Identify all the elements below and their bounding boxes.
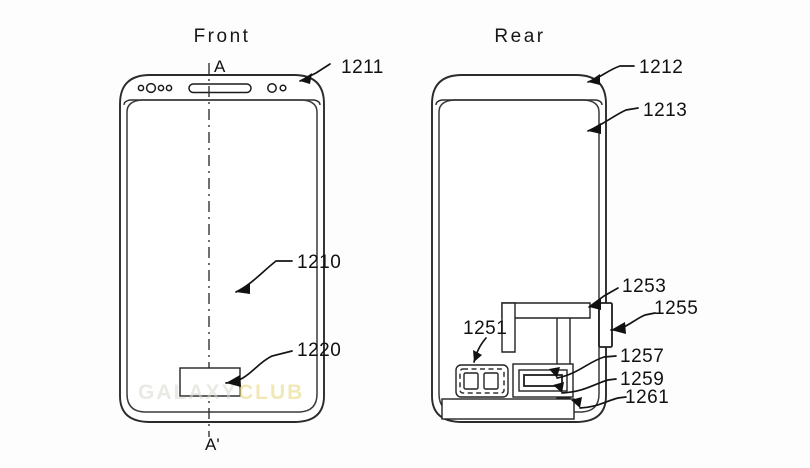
reference-numeral-1213: 1213 — [643, 100, 687, 121]
arrowhead-1253 — [589, 299, 601, 310]
arrowhead-1210 — [236, 283, 250, 294]
sensor-dot-3 — [165, 84, 173, 92]
bottom-bar-1261 — [441, 398, 575, 420]
front-view-title: Front — [194, 26, 251, 47]
reference-numeral-1255: 1255 — [654, 298, 698, 319]
reference-numeral-1259: 1259 — [620, 369, 664, 390]
reference-numeral-1257: 1257 — [620, 346, 664, 367]
leader-1212: 1212 — [587, 57, 683, 85]
module-1251-cell-left — [463, 372, 479, 390]
reference-numeral-1261: 1261 — [625, 387, 669, 408]
section-marker-a-bottom: A' — [205, 435, 220, 454]
side-antenna-contact-1255 — [598, 302, 613, 348]
front-view-group: Front A A' GALAXY CLUB — [119, 26, 384, 454]
leader-1211: 1211 — [299, 57, 384, 84]
rear-top-bezel-inner-line — [435, 99, 603, 106]
arrowhead-1259 — [553, 382, 564, 393]
reference-numeral-1220: 1220 — [297, 340, 341, 361]
arrowhead-1255 — [611, 322, 626, 334]
front-camera-lens — [145, 82, 157, 94]
reference-numeral-1253: 1253 — [622, 276, 666, 297]
sensor-dot-2 — [157, 84, 165, 92]
arrowhead-1251 — [473, 350, 482, 362]
arrowhead-1212 — [588, 74, 600, 85]
reference-numeral-1212: 1212 — [639, 57, 683, 78]
pattern-inner-1257 — [523, 374, 563, 387]
watermark-text-right: CLUB — [238, 381, 304, 404]
front-sensor-cluster — [137, 82, 287, 94]
leader-1210: 1210 — [235, 252, 341, 294]
arrowhead-1220 — [226, 375, 241, 387]
leader-1255: 1255 — [610, 298, 698, 334]
leader-1261: 1261 — [571, 387, 669, 409]
reference-numeral-1210: 1210 — [297, 252, 341, 273]
module-1251-dashed-border — [459, 368, 505, 394]
module-1251-cell-right — [483, 372, 499, 390]
leader-1220: 1220 — [225, 340, 341, 387]
front-display-outline — [126, 99, 318, 413]
leader-1257: 1257 — [549, 346, 664, 379]
arrowhead-1261 — [571, 397, 582, 408]
leader-1251: 1251 — [463, 318, 507, 363]
sensor-dot-4 — [267, 83, 277, 93]
sensor-dot-1 — [137, 84, 145, 92]
section-marker-a-top: A — [214, 57, 226, 76]
arrowhead-1213 — [588, 123, 601, 134]
leader-1213: 1213 — [587, 100, 687, 134]
antenna-upper-left-riser — [501, 302, 516, 353]
conductive-pattern-group — [512, 363, 574, 398]
arrowhead-1211 — [300, 73, 312, 84]
camera-module-1251 — [455, 364, 509, 398]
rear-view-title: Rear — [494, 26, 545, 47]
watermark-text-left: GALAXY — [138, 381, 238, 404]
sensor-dot-5 — [279, 84, 287, 92]
rear-view-group: Rear — [431, 26, 698, 423]
leader-1259: 1259 — [553, 369, 664, 394]
reference-numeral-1211: 1211 — [341, 57, 384, 78]
leader-1253: 1253 — [588, 276, 666, 310]
front-phone-body — [119, 74, 325, 423]
arrowhead-1257 — [549, 367, 560, 378]
reference-numeral-1251: 1251 — [463, 318, 507, 339]
watermark-group: GALAXY CLUB — [138, 381, 304, 404]
